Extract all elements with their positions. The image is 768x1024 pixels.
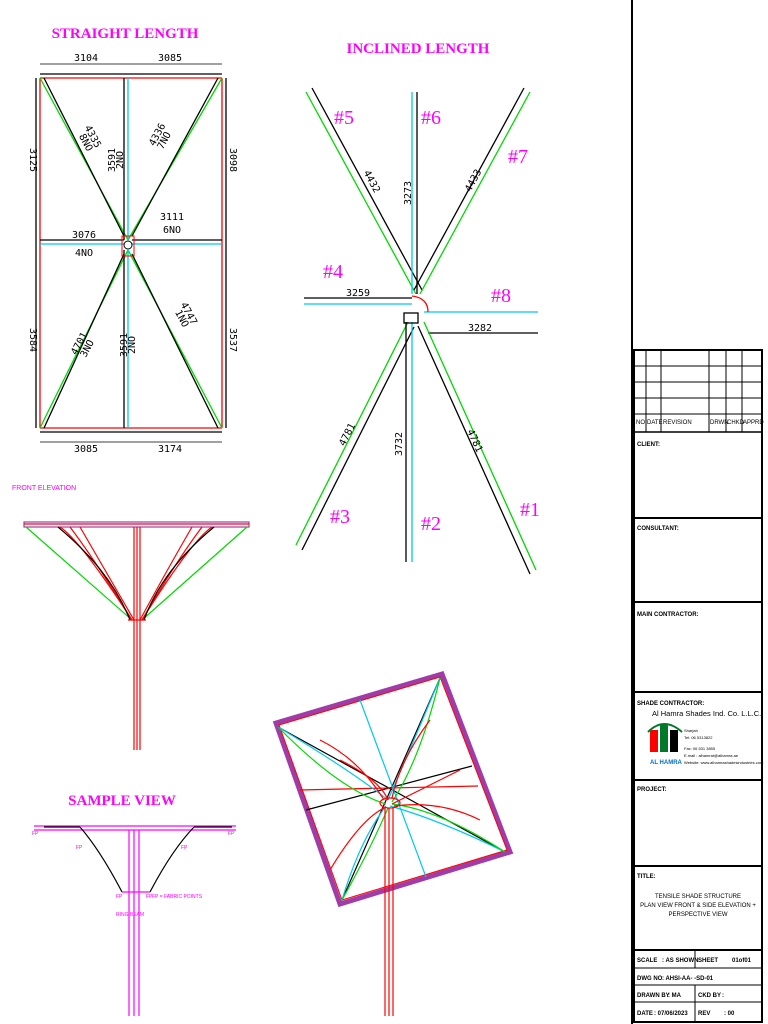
rev-value: : 00 — [724, 1011, 735, 1017]
dim-bottom-left: 3085 — [74, 444, 98, 455]
rev-header-no: NO — [636, 420, 645, 426]
arm-label-5: #5 — [334, 107, 354, 129]
perspective-view — [272, 670, 514, 1016]
dim-center-upper: 3591 — [107, 148, 118, 172]
dim-arm-1: 4781 — [464, 428, 484, 454]
fp-label-4: FP — [228, 831, 235, 837]
title-line-3: PERSPECTIVE VIEW — [668, 912, 727, 918]
dim-arm-2: 3732 — [394, 432, 405, 456]
title-block — [631, 0, 763, 1024]
contact-line-5: Website: www.alhamrashadesindustries.com — [684, 760, 764, 765]
arm-label-2: #2 — [421, 513, 441, 535]
dim-arm-6: 3273 — [403, 181, 414, 205]
shade-contractor-label: SHADE CONTRACTOR: — [637, 701, 704, 707]
arm-label-7: #7 — [508, 146, 528, 168]
drawn-by-value: : MA — [668, 993, 682, 999]
sheet-value: 01of01 — [732, 958, 752, 964]
scale-label: SCALE — [637, 958, 657, 964]
arm-label-4: #4 — [323, 261, 343, 283]
heading-front-elevation: FRONT ELEVATION — [12, 485, 76, 492]
dim-arm-8: 3282 — [468, 323, 492, 334]
dim-right-upper: 3098 — [227, 148, 238, 172]
rev-header-apprd: APPRD — [743, 420, 764, 426]
dim-left-upper: 3125 — [27, 148, 38, 172]
company-name: Al Hamra Shades Ind. Co. L.L.C. — [652, 709, 761, 718]
contact-line-3: Fax: 06 531 3855 — [684, 746, 716, 751]
rev-label: REV — [698, 1011, 710, 1017]
dim-left-lower: 3584 — [27, 328, 38, 352]
rev-header-drwn: DRWN — [710, 420, 729, 426]
dim-center-upper-qty: 2NO — [115, 151, 126, 169]
ring-beam-label: RING BEAM — [116, 912, 144, 918]
main-contractor-label: MAIN CONTRACTOR: — [637, 612, 699, 618]
heading-inclined-length: INCLINED LENGTH — [347, 41, 490, 57]
fp-legend: FP = FABRIC POINTS — [152, 894, 203, 900]
client-label: CLIENT: — [637, 442, 660, 448]
title-line-2: PLAN VIEW FRONT & SIDE ELEVATION + — [640, 903, 756, 909]
dim-top-left: 3104 — [74, 53, 98, 64]
dim-mid-right-qty: 6NO — [163, 225, 181, 236]
al-hamra-logo: AL HAMRA — [647, 723, 683, 766]
rev-header-date: DATE — [647, 420, 663, 426]
scale-value: : AS SHOWN — [662, 958, 698, 964]
dim-center-lower-qty: 2NO — [127, 336, 138, 354]
dim-mid-left: 3076 — [72, 230, 96, 241]
dim-bottom-right: 3174 — [158, 444, 182, 455]
dim-mid-left-qty: 4NO — [75, 248, 93, 259]
arm-label-1: #1 — [520, 499, 540, 521]
heading-straight-length: STRAIGHT LENGTH — [52, 26, 199, 42]
sample-view — [34, 825, 236, 1016]
contact-line-1: Sharjah — [684, 728, 698, 733]
project-label: PROJECT: — [637, 787, 667, 793]
rev-header-revision: REVISION — [663, 420, 692, 426]
sheet-label: SHEET — [698, 958, 718, 964]
fp-label-2: FP — [76, 845, 83, 851]
inclined-length-diagram — [295, 87, 538, 575]
fp-label-6: FP — [146, 894, 153, 900]
title-label: TITLE: — [637, 874, 656, 880]
arm-label-6: #6 — [421, 107, 441, 129]
heading-sample-view: SAMPLE VIEW — [68, 793, 176, 809]
dwg-no-label: DWG NO — [637, 976, 663, 982]
arm-label-3: #3 — [330, 506, 350, 528]
front-elevation — [23, 521, 250, 750]
dwg-no-value: : AHSI-AA- -SD-01 — [662, 976, 714, 982]
fp-label-3: FP — [181, 845, 188, 851]
date-label: DATE — [637, 1011, 653, 1017]
dim-mid-right: 3111 — [160, 212, 184, 223]
checked-by-label: CKD BY — [698, 993, 721, 999]
consultant-label: CONSULTANT: — [637, 526, 679, 532]
fp-label-1: FP — [32, 831, 39, 837]
contact-line-4: E.mail : alhamrat@alhamra.ae — [684, 753, 739, 758]
dim-arm-5: 4432 — [361, 169, 382, 195]
dim-arm-4: 3259 — [346, 288, 370, 299]
dim-center-lower: 3591 — [119, 333, 130, 357]
title-line-1: TENSILE SHADE STRUCTURE — [655, 894, 741, 900]
checked-by-value: : — [722, 993, 724, 999]
contact-line-2: Tel: 06 5313822 — [684, 735, 713, 740]
drawn-by-label: DRAWN BY — [637, 993, 670, 999]
arm-label-8: #8 — [491, 285, 511, 307]
dim-right-lower: 3537 — [227, 328, 238, 352]
rev-header-chkd: CHKD — [727, 420, 745, 426]
dim-top-right: 3085 — [158, 53, 182, 64]
straight-length-plan — [35, 63, 227, 443]
date-value: : 07/06/2023 — [654, 1011, 688, 1017]
fp-label-5: FP — [116, 894, 123, 900]
logo-text: AL HAMRA — [650, 760, 683, 766]
